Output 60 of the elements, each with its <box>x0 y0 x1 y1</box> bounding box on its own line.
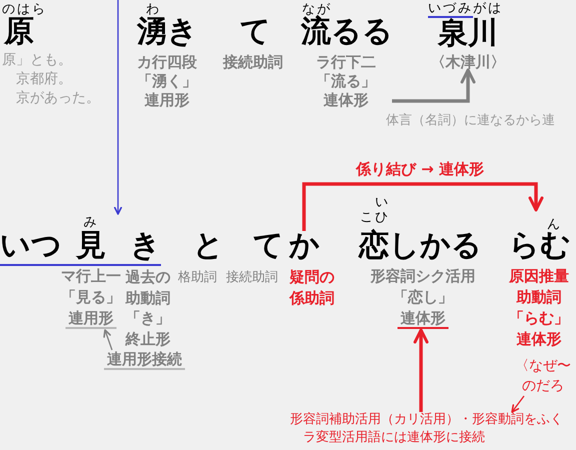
grammar-note: 「らむ」 <box>509 309 569 327</box>
grammar-note: 〈木津川〉 <box>430 53 506 71</box>
grammar-note: マ行上一 <box>61 267 121 285</box>
note-text: 〈なぜ〜のだろ <box>514 356 572 396</box>
note-text: 形容詞補助活用（カリ活用）・形容動詞をふく <box>290 412 563 428</box>
grammar-note: カ行四段 <box>137 53 197 71</box>
poem-word: 原 <box>4 17 34 47</box>
poem-word: らむ <box>509 231 571 261</box>
grammar-note: 連体形 <box>398 309 448 329</box>
edge-label: 体言（名詞）に連なるから連 <box>386 113 555 129</box>
grammar-note: 過去の助動詞 <box>124 267 172 309</box>
grammar-note: ラ行下二 <box>316 53 376 71</box>
grammar-note: 連体形 <box>516 330 562 348</box>
furigana: ん <box>547 218 562 231</box>
poem-word: き <box>130 231 161 261</box>
poem-word: て <box>253 231 284 261</box>
poem-word: と <box>193 231 224 261</box>
grammar-note: 助動詞 <box>516 288 562 306</box>
grammar-note: 接続助詞 <box>223 53 283 71</box>
grammar-note: 「流る」 <box>316 72 376 90</box>
grammar-note: 連用形 <box>144 91 190 109</box>
grammar-note: 疑問の係助詞 <box>288 267 336 309</box>
poem-word: 湧き <box>137 17 198 47</box>
grammar-note: 原因推量 <box>509 267 569 285</box>
furigana: なが <box>302 3 332 16</box>
note-text: 原」とも。 <box>2 52 72 69</box>
arrow <box>511 396 525 413</box>
note-text: 京都府。 <box>16 71 72 88</box>
furigana: み <box>84 216 98 229</box>
grammar-note: 連体形 <box>324 91 368 109</box>
grammar-note: 「湧く」 <box>137 72 197 90</box>
arrow <box>302 182 544 231</box>
grammar-note: 格助詞 <box>178 270 217 286</box>
grammar-note: 「き」 <box>126 309 170 327</box>
arrow <box>414 328 428 412</box>
furigana: のはら <box>2 3 47 16</box>
poem-word: 恋しかる <box>359 231 482 261</box>
furigana: いづみがは <box>428 2 503 15</box>
grammar-note: 「見る」 <box>61 288 121 306</box>
grammar-note: 連用形 <box>66 309 116 329</box>
grammar-note: 連用形接続 <box>104 350 185 370</box>
furigana: い <box>375 196 390 209</box>
arrow <box>392 68 476 103</box>
poem-word: て <box>240 17 271 47</box>
grammar-note: 接続助詞 <box>226 270 278 286</box>
arrow <box>103 329 113 350</box>
grammar-note: 終止形 <box>126 330 170 348</box>
poem-word: 流るる <box>301 17 393 47</box>
poem-word: か <box>289 231 320 261</box>
furigana: わ <box>146 3 161 16</box>
note-text: ラ変型活用語には連体形に接続 <box>303 430 485 446</box>
poem-word: いつ <box>0 231 62 261</box>
poem-word: 泉川 <box>438 19 498 49</box>
note-text: 京があった。 <box>16 90 100 107</box>
edge-label: 係り結び → 連体形 <box>356 160 484 178</box>
arrow <box>114 0 122 215</box>
grammar-note: 形容詞シク活用 <box>370 267 476 285</box>
grammar-note: 「恋し」 <box>393 288 453 306</box>
furigana: こひ <box>360 211 390 224</box>
poem-word: 見 <box>76 231 106 261</box>
